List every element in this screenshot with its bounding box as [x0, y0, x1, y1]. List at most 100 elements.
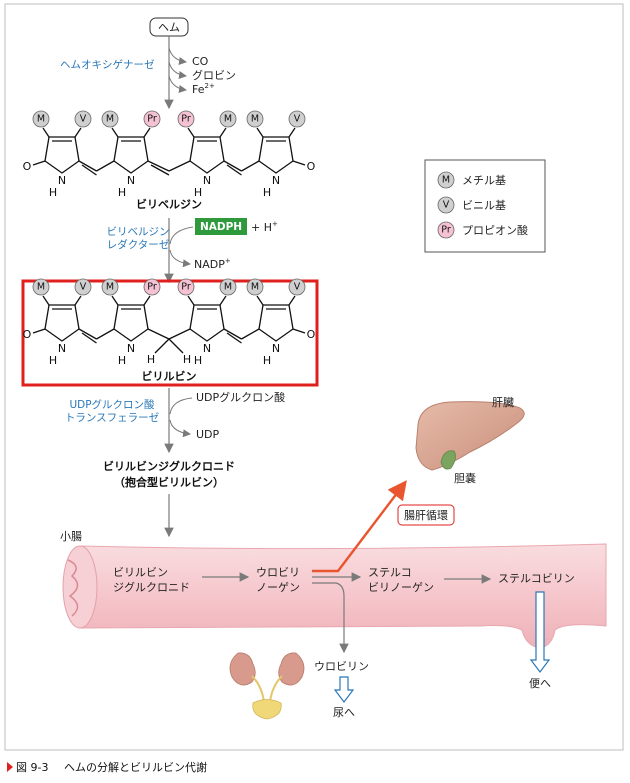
ring-struct-biliverdin-1-left-badge-text: M [106, 114, 114, 125]
struct-biliverdin-bridge-2-double [150, 164, 170, 176]
ring-sub-left-struct-biliverdin-0 [42, 127, 50, 138]
product-globin: グロビン [192, 68, 236, 82]
conjugate-line2: （抱合型ビリルビン） [114, 475, 224, 489]
ring-sub-left-struct-biliverdin-2 [187, 127, 195, 138]
bilirubin-name: ビリルビン [142, 369, 197, 383]
ring-struct-bilirubin-3-right-badge [288, 278, 306, 296]
gut-node1-line2: ジグルクロニド [113, 580, 190, 594]
caption-marker-icon [7, 762, 13, 772]
feces-hollow-arrow [529, 591, 551, 673]
legend-text-methyl: メチル基 [462, 174, 506, 187]
struct-biliverdin-co-right [292, 160, 306, 166]
gallbladder-label: 胆嚢 [454, 471, 476, 485]
ring-struct-biliverdin-1-right-badge-text: Pr [147, 114, 157, 125]
ring-struct-bilirubin-2-right-badge [219, 278, 237, 296]
pyrrole-ring-struct-biliverdin-3 [258, 136, 294, 174]
legend-badge-methyl-text: M [442, 175, 450, 186]
struct-bilirubin-nitrogen-2: N [203, 342, 211, 355]
struct-bilirubin-nitrogen-0: N [58, 342, 66, 355]
pyrrole-ring-struct-biliverdin-2 [189, 136, 225, 174]
ring-struct-bilirubin-0-left-badge [32, 278, 50, 296]
ring-struct-bilirubin-0-right-badge-text: V [80, 282, 87, 293]
struct-bilirubin-nh-hydrogen-3: H [263, 354, 271, 367]
struct-bilirubin-nh-hydrogen-1: H [118, 354, 126, 367]
udp-product: UDP [196, 428, 220, 441]
ring-sub-right-struct-biliverdin-3 [288, 127, 296, 138]
struct-bilirubin-bridge-2-b [168, 328, 191, 340]
arrow-udp-out [169, 419, 191, 438]
struct-biliverdin-bridge-3-a [223, 160, 242, 172]
ring-struct-bilirubin-2-right-badge-text: M [224, 282, 232, 293]
feces-dest-label: 便へ [529, 677, 551, 690]
pyrrole-ring-struct-biliverdin-0 [44, 136, 80, 174]
gut-node3-line1: ステルコ [368, 566, 412, 579]
urobilin-label: ウロビリン [314, 660, 369, 673]
enterohepatic-arrow [312, 480, 407, 573]
ring-sub-right-struct-bilirubin-3 [288, 295, 296, 306]
ring-struct-biliverdin-0-right-badge-text: V [80, 114, 87, 125]
ring-struct-bilirubin-3-left-badge [246, 278, 264, 296]
struct-bilirubin-co-right [292, 328, 306, 334]
struct-bilirubin-bridge-1-b [96, 328, 115, 340]
ring-sub-right-struct-biliverdin-0 [74, 127, 82, 138]
liver-icon [415, 401, 525, 471]
struct-biliverdin-nitrogen-3: N [272, 174, 280, 187]
struct-bilirubin-h-right: H [183, 353, 191, 366]
ring-struct-bilirubin-2-left-badge [177, 278, 195, 296]
pyrrole-ring-struct-bilirubin-1 [113, 304, 149, 342]
ring-struct-bilirubin-0-right-badge [74, 278, 92, 296]
struct-biliverdin-bridge-3-double [226, 164, 242, 176]
ring-struct-biliverdin-1-left-badge [101, 110, 119, 128]
caption-number: 図 9-3 [16, 761, 48, 774]
struct-biliverdin-oxygen-left: O [23, 160, 32, 173]
ring-struct-biliverdin-3-left-badge [246, 110, 264, 128]
intestine-folds [67, 559, 79, 617]
struct-biliverdin-bridge-1-b [96, 160, 115, 172]
conjugate-line1: ビリルビンジグルクロニド [103, 459, 235, 473]
struct-biliverdin-nh-hydrogen-1: H [118, 186, 126, 199]
struct-bilirubin-bridge-3-b [241, 328, 260, 340]
bladder-icon [252, 699, 282, 720]
kidney-bladder-icon [229, 652, 305, 720]
ring-sub-right-struct-bilirubin-2 [219, 295, 227, 306]
pyrrole-ring-struct-bilirubin-3 [258, 304, 294, 342]
biliverdin-name: ビリベルジン [136, 197, 202, 211]
ring-struct-biliverdin-3-left-badge-text: M [251, 114, 259, 125]
struct-bilirubin-h-left: H [147, 353, 155, 366]
ring-struct-biliverdin-2-left-badge [177, 110, 195, 128]
arrow-nadph-in [169, 226, 194, 245]
udpga-substrate: UDPグルクロン酸 [196, 390, 285, 404]
legend-badge-vinyl-text: V [443, 200, 450, 211]
legend-text-propionate: プロピオン酸 [462, 223, 528, 237]
enterohepatic-box [397, 504, 455, 526]
struct-biliverdin-oxygen-right: O [307, 160, 316, 173]
ugt-line2: トランスフェラーゼ [65, 412, 160, 424]
struct-biliverdin-bridge-3-b [241, 160, 260, 172]
pyrrole-ring-struct-bilirubin-2 [189, 304, 225, 342]
struct-biliverdin-nitrogen-0: N [58, 174, 66, 187]
ring-sub-right-struct-biliverdin-1 [143, 127, 151, 138]
legend-text-vinyl: ビニル基 [462, 199, 506, 212]
struct-biliverdin-nh-hydrogen-3: H [263, 186, 271, 199]
nadph-label: NADPH [200, 221, 242, 233]
struct-biliverdin-bridge-2-a [147, 160, 170, 172]
struct-bilirubin-nitrogen-1: N [127, 342, 135, 355]
ring-struct-biliverdin-2-left-badge-text: Pr [181, 114, 191, 125]
product-co: CO [192, 55, 209, 68]
struct-bilirubin-bridge-3-a [223, 328, 242, 340]
product-fe: Fe2+ [192, 82, 215, 96]
bilirubin-highlight-box [21, 279, 319, 387]
arrow-co [168, 47, 187, 65]
struct-bilirubin-oxygen-right: O [307, 328, 316, 341]
ring-struct-bilirubin-3-right-badge-text: V [294, 282, 301, 293]
struct-biliverdin-bridge-1-double [81, 164, 97, 176]
ring-struct-bilirubin-2-left-badge-text: Pr [181, 282, 191, 293]
struct-bilirubin-oxygen-left: O [23, 328, 32, 341]
ring-sub-right-struct-bilirubin-0 [74, 295, 82, 306]
arrow-udpga-in [169, 397, 193, 415]
legend-badge-methyl [437, 171, 455, 189]
